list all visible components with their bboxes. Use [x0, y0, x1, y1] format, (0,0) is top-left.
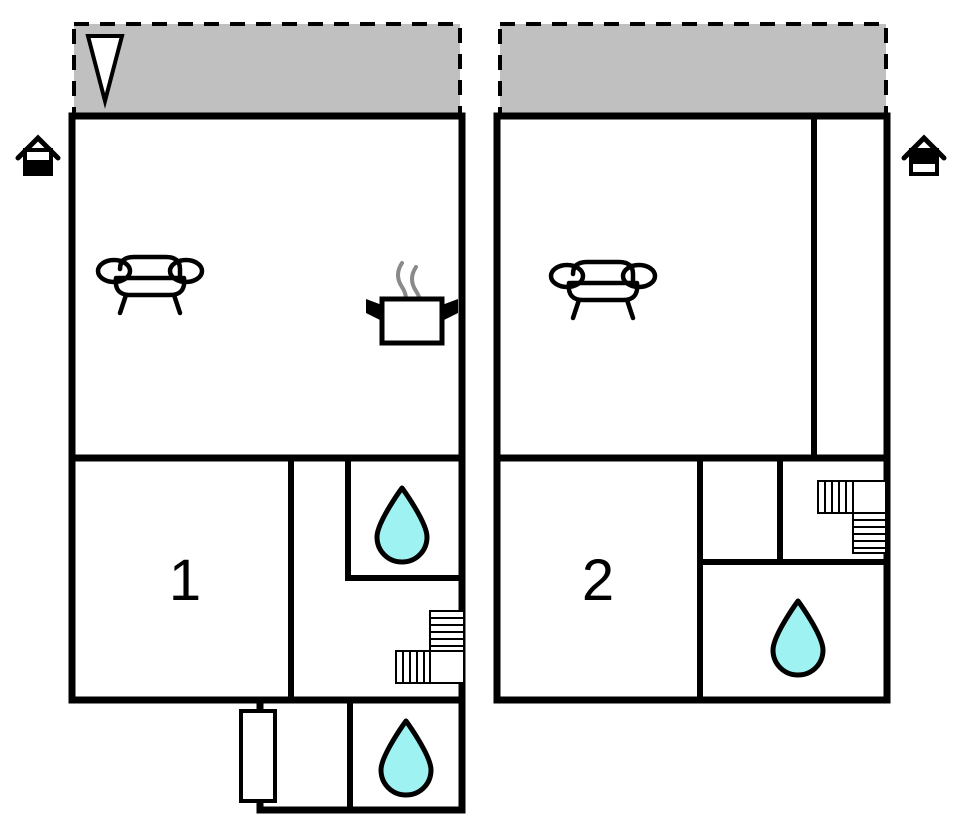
terrace-left: [72, 22, 462, 118]
house-icon-north-black-top: [901, 134, 947, 176]
water-drop-icon: [770, 598, 826, 678]
unit-2-outer-wall: [493, 112, 891, 704]
unit-1-group[interactable]: 1: [68, 22, 466, 814]
water-drop-icon: [374, 485, 430, 565]
house-icon-north-white-top: [15, 134, 61, 176]
sofa-icon: [548, 259, 658, 321]
water-drop-icon: [378, 718, 434, 798]
cooking-pot-icon: [366, 261, 458, 346]
triangle-down-marker: [85, 34, 125, 109]
unit-number-label: 1: [169, 548, 201, 613]
terrace-right: [498, 22, 888, 118]
stairs-icon: [395, 610, 465, 684]
unit-2-group[interactable]: 2: [493, 22, 891, 704]
door-icon: [239, 709, 277, 803]
sofa-icon: [95, 254, 205, 316]
unit-number-label: 2: [582, 548, 614, 613]
stairs-icon: [817, 480, 887, 554]
